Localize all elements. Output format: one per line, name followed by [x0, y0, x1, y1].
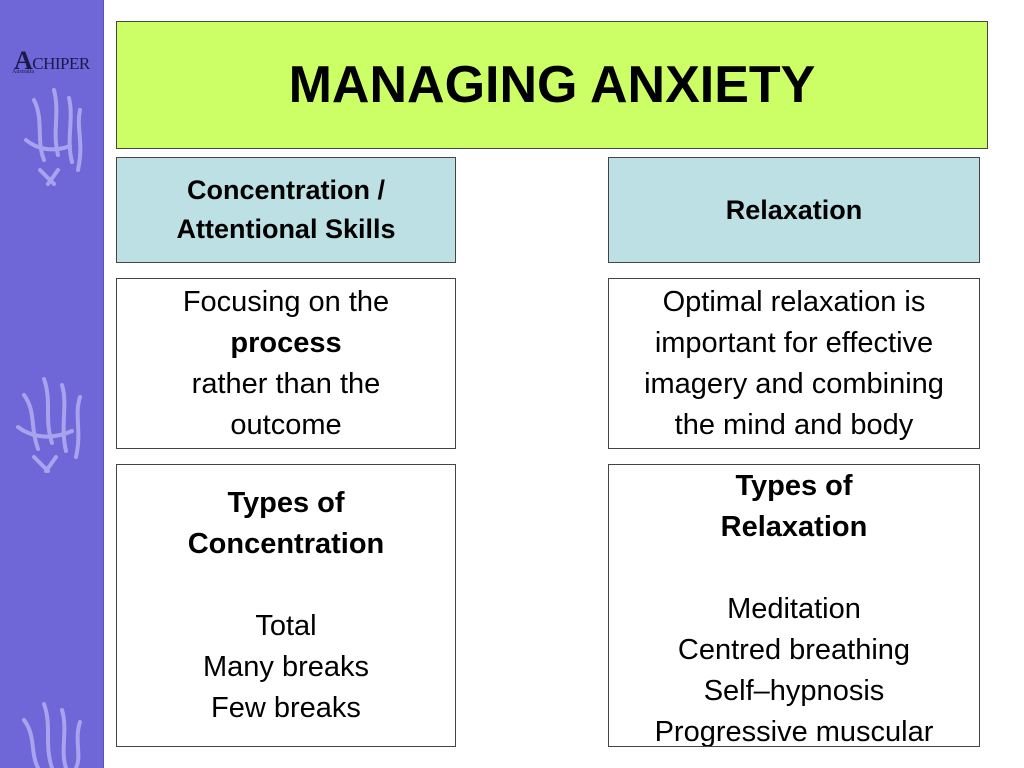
- logo-text: CHIPER: [32, 54, 90, 73]
- list-item: Self–hypnosis: [703, 675, 885, 707]
- sidebar: ACHIPER Australia: [0, 0, 104, 768]
- slide-title: MANAGING ANXIETY: [116, 21, 988, 149]
- decorative-figure-icon: [24, 88, 83, 186]
- list-item: Few breaks: [211, 691, 361, 724]
- text-line: rather than the: [191, 367, 381, 400]
- list-item: Progressive muscular: [654, 716, 934, 747]
- text-line-emphasis: process: [230, 326, 342, 359]
- heading-line: Concentration /: [186, 175, 385, 205]
- heading-line: Attentional Skills: [176, 214, 396, 244]
- decorative-figure-icon: [22, 702, 82, 768]
- list-item: Meditation: [727, 593, 861, 625]
- text-line: Optimal relaxation is: [662, 285, 926, 318]
- types-heading: Relaxation: [720, 511, 868, 543]
- relaxation-description-box: Optimal relaxation is important for effe…: [608, 278, 980, 449]
- types-heading: Types of: [735, 470, 853, 502]
- text-line: imagery and combining: [644, 367, 944, 400]
- text-line: Focusing on the: [182, 285, 390, 318]
- logo-subtitle: Australia: [12, 69, 34, 75]
- decorative-figure-icon: [16, 377, 82, 473]
- heading-relaxation: Relaxation: [608, 157, 980, 263]
- types-heading: Types of: [227, 486, 345, 519]
- text-line: important for effective: [654, 326, 934, 359]
- logo-initial: A: [14, 46, 33, 75]
- types-of-relaxation-box: Types of Relaxation Meditation Centred b…: [608, 464, 980, 747]
- achper-logo: ACHIPER Australia: [8, 38, 102, 78]
- list-item: Centred breathing: [677, 634, 911, 666]
- list-item: Total: [255, 609, 317, 642]
- types-heading: Concentration: [187, 527, 385, 560]
- text-line: outcome: [230, 408, 342, 441]
- text-line: the mind and body: [674, 408, 914, 441]
- heading-text: Relaxation: [725, 194, 863, 225]
- list-item: Many breaks: [202, 650, 369, 683]
- focus-box: Focusing on the process rather than the …: [116, 278, 456, 449]
- heading-concentration: Concentration / Attentional Skills: [116, 157, 456, 263]
- types-of-concentration-box: Types of Concentration Total Many breaks…: [116, 464, 456, 747]
